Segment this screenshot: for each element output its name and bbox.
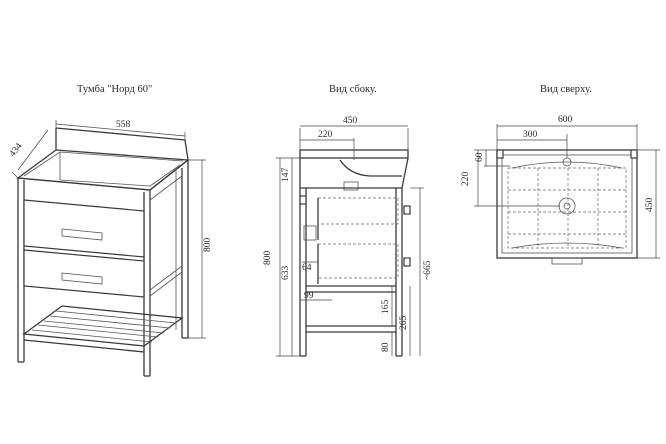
- top-view: Вид сверху. 600: [461, 84, 660, 265]
- drawer-handle-top: [551, 257, 583, 265]
- iso-dim-height: 800: [188, 159, 213, 339]
- top-drain-label: 220: [461, 172, 471, 187]
- iso-dim-width: 558: [55, 120, 186, 140]
- side-top-block-label: 147: [281, 168, 291, 183]
- top-dim-center: 300: [497, 130, 568, 158]
- iso-depth-label: 434: [8, 141, 25, 159]
- top-width-label: 600: [558, 115, 573, 125]
- top-outline: [496, 149, 638, 265]
- view-title-isometric: Тумба "Норд 60": [77, 84, 152, 95]
- side-sink-label: 220: [318, 130, 333, 140]
- side-dim-sink: 220: [300, 130, 355, 160]
- view-title-side: Вид сбоку.: [329, 84, 377, 95]
- side-drawers: [317, 197, 411, 284]
- view-title-top: Вид сверху.: [540, 84, 592, 95]
- side-drawer-gap-label: 64: [302, 263, 312, 273]
- side-total-height-label: 800: [263, 251, 273, 266]
- top-center-label: 300: [523, 130, 538, 140]
- iso-width-label: 558: [116, 120, 131, 130]
- top-depth-label: 450: [645, 198, 655, 213]
- top-dim-depth: 450: [637, 149, 660, 259]
- side-view: Вид сбоку.: [263, 84, 433, 357]
- side-shelf-height-label: 265: [399, 316, 409, 331]
- side-drawer-depth-label: ~665: [423, 260, 433, 280]
- side-dim-left: 800 147 633 64 99: [263, 157, 332, 357]
- side-frame: [299, 188, 403, 357]
- side-dim-right: ~665 165 265 80: [381, 187, 433, 356]
- side-shelf-offset-label: 99: [304, 291, 314, 301]
- isometric-view: Тумба "Норд 60": [8, 84, 213, 377]
- shelf-slats: [22, 305, 184, 353]
- side-hinge: [299, 195, 307, 205]
- side-inner-height-label: 633: [281, 266, 291, 281]
- iso-height-label: 800: [203, 238, 213, 253]
- top-dim-rim: 60: [475, 150, 510, 167]
- drawer-lower: [23, 249, 145, 298]
- top-dim-width: 600: [496, 115, 638, 150]
- top-dim-drain: 220: [461, 149, 560, 207]
- side-leg-height-label: 80: [381, 342, 391, 352]
- top-rim-label: 60: [475, 152, 485, 162]
- side-depth-label: 450: [343, 116, 358, 126]
- drawer-upper: [23, 199, 145, 258]
- side-dim-depth: 450: [299, 116, 409, 150]
- side-shelf-to-drawer-label: 165: [381, 300, 391, 315]
- drain: [558, 197, 576, 215]
